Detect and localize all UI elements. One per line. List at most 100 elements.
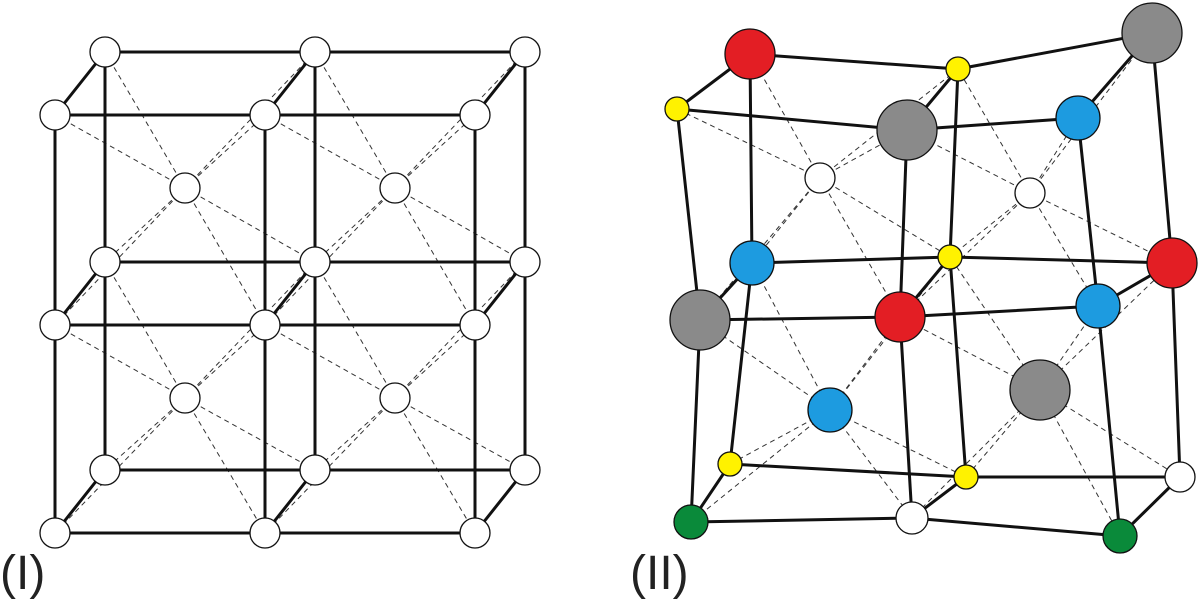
blue-atom — [807, 387, 853, 433]
dashed-line — [184, 397, 266, 534]
white-atom — [39, 517, 71, 549]
dashed-line — [54, 324, 186, 399]
white-atom — [89, 36, 121, 68]
white-atom — [249, 517, 281, 549]
bond — [948, 255, 1174, 265]
white-atom — [89, 454, 121, 486]
panel-label-ii: (II) — [630, 547, 689, 600]
white-atom — [39, 309, 71, 341]
dashed-line — [104, 397, 186, 471]
dashed-line — [949, 192, 1031, 258]
gray-atom — [1121, 2, 1183, 64]
bond — [898, 315, 914, 520]
bond — [910, 516, 1122, 538]
dashed-line — [314, 51, 396, 189]
white-atom — [39, 99, 71, 131]
white-atom — [459, 517, 491, 549]
bond — [898, 304, 1100, 319]
white-atom — [169, 172, 201, 204]
dashed-line — [264, 187, 396, 326]
bond — [948, 67, 960, 259]
bond — [675, 107, 702, 322]
bond — [748, 52, 754, 265]
lattice-panel-ii — [664, 2, 1198, 554]
dashed-line — [829, 409, 967, 478]
bond — [748, 52, 960, 71]
dashed-diagonals — [54, 51, 526, 534]
white-atom — [509, 246, 541, 278]
bond — [948, 255, 968, 479]
white-atom — [509, 36, 541, 68]
dashed-line — [957, 68, 1031, 194]
white-atom — [804, 162, 836, 194]
panel-label-i: (I) — [0, 547, 46, 600]
gray-atom — [669, 289, 731, 351]
bond — [728, 261, 754, 466]
dashed-line — [264, 397, 396, 534]
lattice-atoms — [664, 2, 1198, 554]
dashed-line — [184, 51, 316, 189]
dashed-line — [394, 114, 476, 189]
dashed-line — [54, 187, 186, 326]
yellow-atom — [664, 96, 690, 122]
white-atom — [249, 309, 281, 341]
yellow-atom — [953, 464, 979, 490]
lattice-bonds — [53, 50, 527, 535]
dashed-line — [264, 324, 396, 399]
gray-atom — [876, 99, 938, 161]
bond — [1096, 304, 1122, 538]
red-atom — [1146, 237, 1198, 289]
dashed-line — [394, 397, 526, 471]
blue-atom — [729, 240, 775, 286]
red-atom — [724, 28, 776, 80]
dashed-line — [104, 261, 186, 399]
yellow-atom — [717, 451, 743, 477]
dashed-line — [394, 187, 526, 263]
dashed-line — [54, 114, 186, 189]
dashed-line — [394, 187, 476, 326]
dashed-line — [394, 261, 526, 399]
white-atom — [1014, 177, 1046, 209]
lattice-bonds — [675, 31, 1182, 538]
bond — [675, 107, 909, 132]
white-atom — [379, 172, 411, 204]
bond — [689, 516, 914, 524]
lattice-panel-i — [39, 36, 541, 549]
white-atom — [299, 36, 331, 68]
white-atom — [299, 246, 331, 278]
dashed-line — [314, 261, 396, 399]
dashed-line — [394, 51, 526, 189]
green-atom — [1102, 518, 1138, 554]
bond — [698, 315, 902, 322]
dashed-line — [184, 114, 266, 189]
green-atom — [673, 504, 709, 540]
bond — [689, 318, 702, 524]
dashed-line — [394, 397, 476, 534]
bond — [1076, 116, 1100, 308]
dashed-line — [184, 187, 266, 326]
bond — [956, 31, 1154, 71]
dashed-line — [54, 397, 186, 534]
white-atom — [895, 501, 929, 535]
dashed-line — [264, 114, 396, 189]
gray-atom — [1009, 359, 1071, 421]
dashed-line — [394, 324, 476, 399]
red-atom — [874, 291, 926, 343]
bond — [750, 255, 952, 265]
white-atom — [459, 99, 491, 131]
bond — [1170, 261, 1182, 479]
dashed-line — [751, 262, 831, 411]
dashed-line — [184, 324, 266, 399]
white-atom — [379, 382, 411, 414]
dashed-line — [314, 187, 396, 263]
dashed-line — [690, 409, 831, 523]
white-atom — [89, 246, 121, 278]
yellow-atom — [945, 56, 971, 82]
bond — [728, 462, 968, 479]
blue-atom — [1075, 283, 1121, 329]
white-atom — [509, 454, 541, 486]
bond — [898, 128, 909, 319]
dashed-line — [184, 261, 316, 399]
dashed-line — [104, 51, 186, 189]
